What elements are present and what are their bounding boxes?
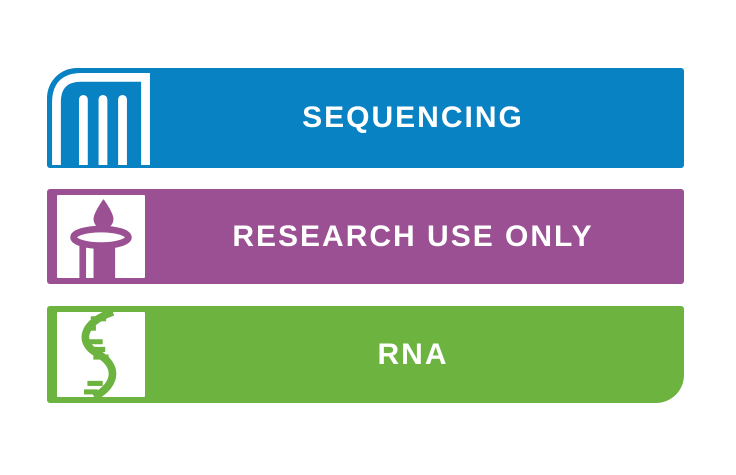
banner-label-rna: RNA: [377, 337, 449, 371]
banner-rna: RNA: [47, 306, 684, 403]
gel-electrophoresis-icon: [52, 73, 150, 165]
banner-label-research-use-only: RESEARCH USE ONLY: [232, 219, 594, 253]
rna-strand-icon: [57, 312, 145, 397]
banner-label-sequencing: SEQUENCING: [302, 101, 524, 134]
banner-sequencing: SEQUENCING: [47, 68, 684, 168]
banner-research-use-only: RESEARCH USE ONLY: [47, 189, 684, 284]
droplet-well-icon: [57, 195, 145, 278]
label-stack: SEQUENCING RESEARCH USE ONLY: [47, 68, 684, 403]
